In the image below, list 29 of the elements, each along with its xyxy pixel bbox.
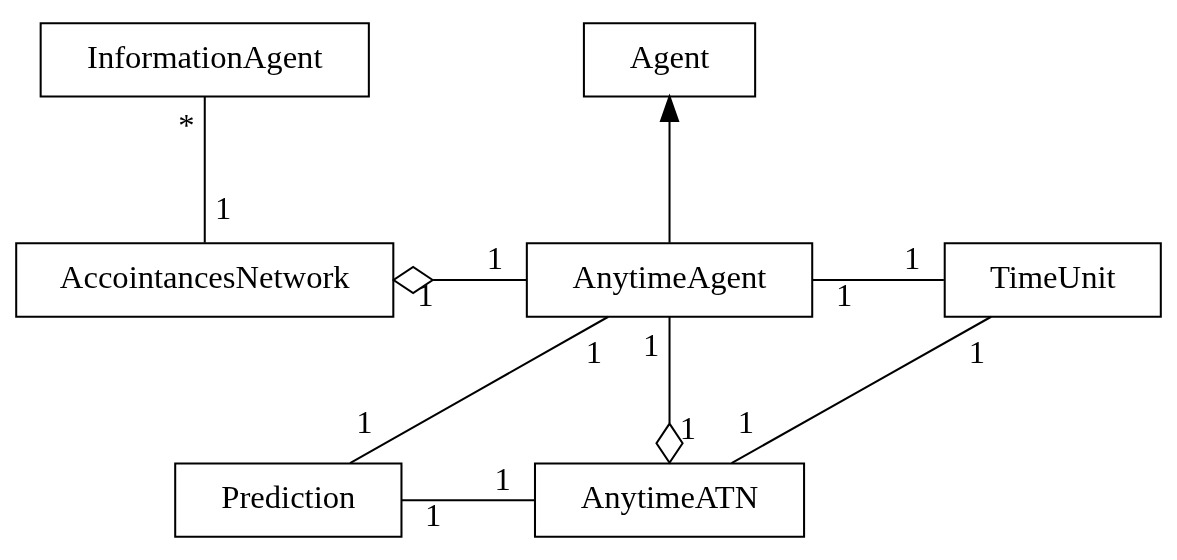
connector: [391, 265, 527, 295]
connector: [655, 316, 684, 465]
node-box: InformationAgent: [39, 22, 370, 98]
label: 1: [968, 333, 985, 370]
connector: [349, 315, 609, 465]
label: 1: [737, 403, 755, 440]
node-box: Agent: [582, 22, 757, 98]
node-box: Prediction: [174, 462, 403, 538]
arrow: [659, 93, 680, 243]
node-box: AnytimeATN: [533, 462, 806, 538]
connector: [812, 279, 944, 281]
node-box: TimeUnit: [943, 242, 1162, 318]
label: 1: [425, 497, 442, 534]
label: 1: [486, 240, 504, 277]
label: 1: [679, 409, 697, 446]
label: 1: [836, 277, 853, 314]
label: 1: [494, 460, 511, 497]
label: 1: [356, 403, 373, 440]
label: 1: [417, 277, 434, 314]
label: 1: [585, 333, 603, 370]
label: 1: [214, 189, 232, 226]
label: 1: [903, 240, 921, 277]
connector: [731, 315, 992, 465]
connector: [203, 96, 206, 243]
node-box: AccointancesNetwork: [15, 242, 395, 318]
label: 1: [643, 327, 660, 364]
label: *: [178, 107, 195, 144]
node-box: AnytimeAgent: [525, 242, 814, 318]
connector: [401, 499, 535, 502]
